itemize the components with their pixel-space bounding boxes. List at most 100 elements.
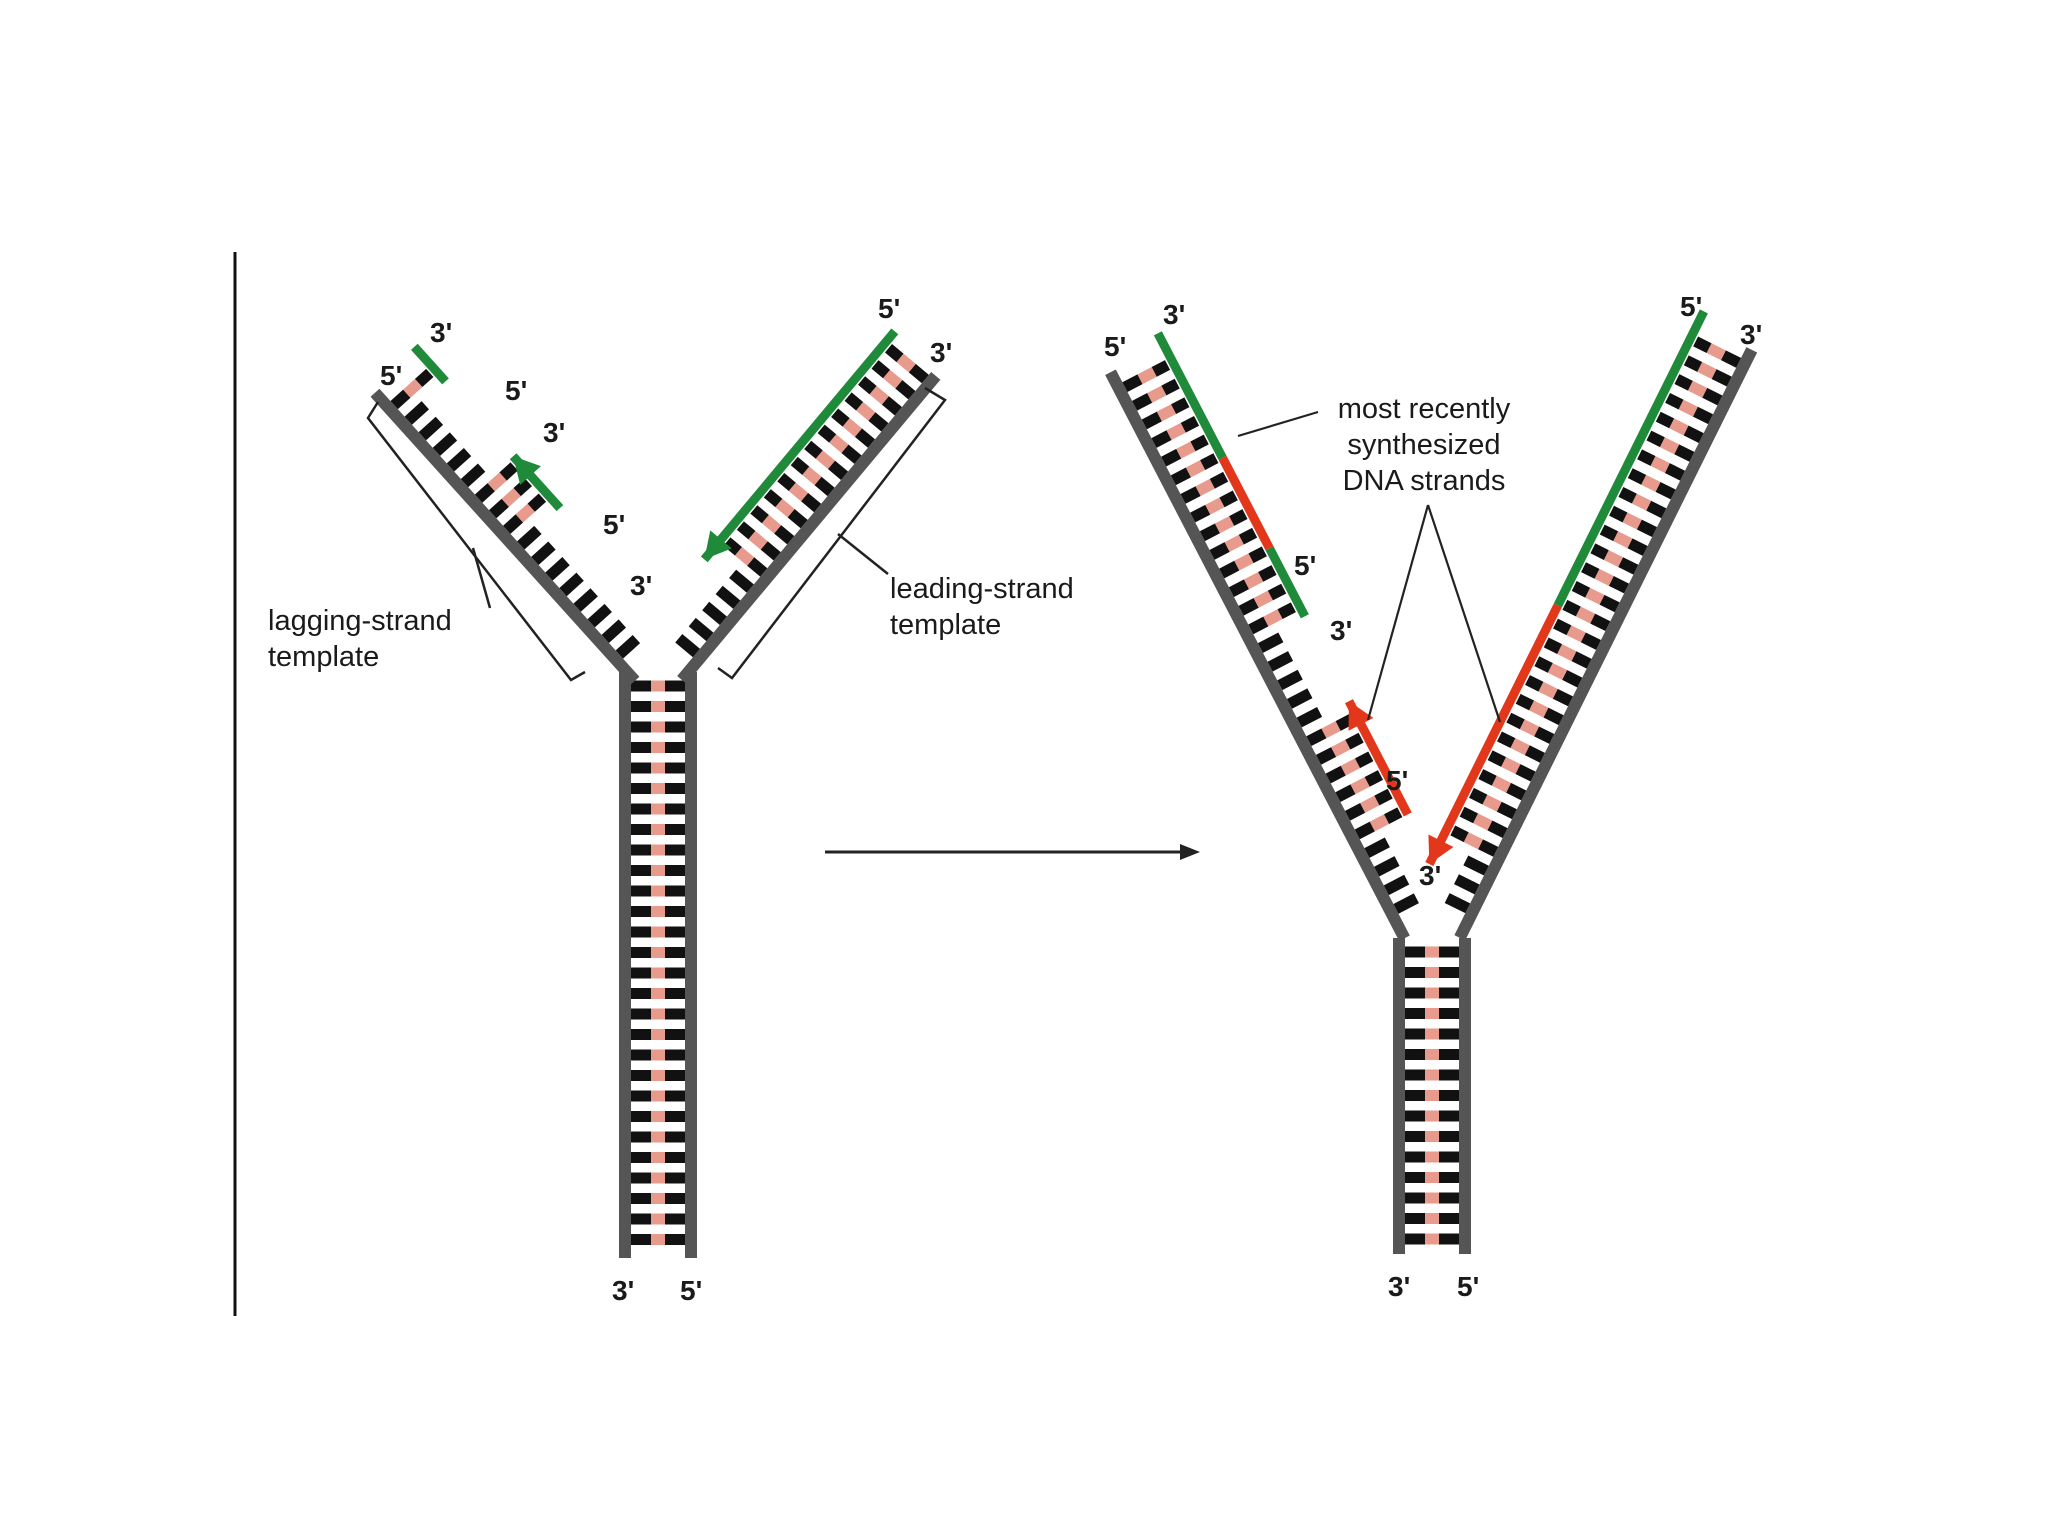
right-leading-arm-base-pair xyxy=(1687,380,1708,398)
left-leading-arm-base-pair xyxy=(883,369,903,389)
right-lagging-arm-partner-base xyxy=(1180,415,1200,433)
right-leading-arm-partner-base xyxy=(1459,806,1478,824)
right-leading-arm-base xyxy=(1524,745,1545,763)
right-leading-arm-base xyxy=(1711,369,1732,387)
left-lagging-arm-backbone xyxy=(370,388,640,685)
right-leading-arm-base-pair xyxy=(1473,813,1493,831)
right-leading-arm-partner-base xyxy=(1655,411,1675,429)
right-leading-arm-partner-base xyxy=(1683,355,1703,372)
right-lagging-arm-partner-base xyxy=(1200,453,1219,470)
right-lagging-arm-base-pair xyxy=(1243,571,1264,590)
right-leading-arm-base xyxy=(1674,444,1695,462)
left-lagging-arm-base xyxy=(474,483,495,503)
right-lagging-arm-partner-base xyxy=(1354,751,1374,769)
right-lagging-arm-base-pair xyxy=(1156,404,1177,422)
leading-bracket-leader xyxy=(837,533,889,575)
right-leading-arm-base-pair xyxy=(1622,512,1642,530)
right-leading-arm-base xyxy=(1515,764,1536,782)
left-leading-arm-base xyxy=(908,363,929,384)
right-lagging-arm-unpaired-base xyxy=(1286,688,1313,709)
right-lagging-arm-base-pair xyxy=(1369,814,1390,832)
right-leading-arm-base-pair xyxy=(1697,362,1717,379)
recent-strand-leaders xyxy=(1237,410,1502,723)
right-stem-bottom-3-label: 3' xyxy=(1388,1271,1410,1302)
left-lagging-arm-base xyxy=(489,498,509,519)
left-lagging-arm-base-pair xyxy=(501,488,521,507)
right-lagging-arm-base xyxy=(1219,560,1240,579)
right-lagging-arm-partner-base xyxy=(1248,546,1267,564)
left-lagging-arm-unpaired-base xyxy=(432,432,458,456)
left-lead-growing-3-label: 3' xyxy=(630,570,652,601)
lagging-bracket-leader xyxy=(471,547,492,609)
right-leading-arm-base-pair xyxy=(1585,587,1605,605)
recent-label-line3: DNA strands xyxy=(1343,465,1506,497)
right-lagging-arm-unpaired-base xyxy=(1277,669,1303,691)
left-leading-arm-base-pair xyxy=(775,498,795,518)
right-lead-growing-3-label: 3' xyxy=(1419,860,1441,891)
right-leading-arm-base-pair xyxy=(1529,700,1549,718)
right-leading-arm-partner-base xyxy=(1646,430,1665,448)
right-lagging-arm-unpaired-base xyxy=(1393,893,1419,914)
right-leading-arm-base-pair xyxy=(1482,794,1502,812)
right-leading-arm-partner-base xyxy=(1665,392,1684,410)
left-leading-arm-base-pair xyxy=(788,482,809,502)
right-replication-fork xyxy=(1105,309,1758,1254)
right-lagging-arm-base-pair xyxy=(1321,721,1341,739)
right-leading-arm-partner-base xyxy=(1599,524,1619,542)
left-leading-arm-partner-base xyxy=(804,440,823,459)
right-leading-arm-partner-base xyxy=(1553,618,1572,636)
right-leading-arm-base-pair xyxy=(1678,399,1698,417)
right-lagging-arm-partner-base xyxy=(1345,732,1364,750)
right-leading-arm-base xyxy=(1618,557,1639,575)
left-leading-arm-base-pair xyxy=(734,547,755,566)
left-leading-arm-base xyxy=(774,525,795,545)
right-leading-arm-base xyxy=(1636,519,1657,538)
right-leading-arm-base-pair xyxy=(1538,681,1558,699)
right-okazaki1-5-label: 5' xyxy=(1294,550,1316,581)
left-leading-arm-base xyxy=(787,508,808,529)
left-leading-arm-partner-base xyxy=(790,456,810,475)
left-leading-arm-base-pair xyxy=(748,530,768,550)
left-lagging-arm-base-pair xyxy=(487,472,507,492)
right-lag-tip-5-label: 5' xyxy=(1104,331,1126,362)
right-lagging-arm-unpaired-base xyxy=(1257,632,1284,653)
left-leading-arm-unpaired-base xyxy=(729,569,754,593)
left-leading-arm-base-pair xyxy=(761,514,782,534)
right-leading-arm-base xyxy=(1590,613,1611,632)
left-leading-arm-partner-base xyxy=(777,472,796,492)
left-leading-arm-partner-base xyxy=(884,344,904,363)
right-leading-arm-base-pair xyxy=(1659,437,1680,455)
right-leading-arm-base xyxy=(1702,387,1723,406)
right-lagging-arm-base xyxy=(1228,579,1250,597)
right-leading-arm-base-pair xyxy=(1641,474,1661,492)
right-leading-arm-base-pair xyxy=(1510,738,1530,756)
right-lagging-arm-partner-base xyxy=(1171,397,1190,415)
left-leading-arm-base-pair xyxy=(829,434,849,453)
right-lead-tip-5-label: 5' xyxy=(1680,291,1702,322)
right-lagging-arm-base-pair xyxy=(1137,367,1157,385)
right-leading-arm-base-pair xyxy=(1650,456,1670,474)
right-leading-arm-partner-base xyxy=(1497,731,1516,749)
left-leading-arm-base-pair xyxy=(802,466,822,486)
right-lagging-arm-base-pair xyxy=(1340,758,1361,776)
right-leading-arm-base xyxy=(1664,463,1686,481)
process-arrow-head xyxy=(1180,844,1200,860)
right-lagging-arm-base xyxy=(1151,430,1172,448)
right-leading-arm-base xyxy=(1487,820,1508,838)
left-leading-arm-base xyxy=(881,396,902,416)
left-lagging-arm-unpaired-base xyxy=(446,447,472,472)
right-lagging-arm-base xyxy=(1209,542,1230,560)
left-leading-arm-base-pair xyxy=(815,450,836,470)
left-lagging-arm-new-strand-0 xyxy=(410,343,449,385)
right-lagging-arm-base xyxy=(1306,728,1327,747)
right-lagging-arm-partner-base xyxy=(1190,434,1209,452)
right-lagging-arm-base xyxy=(1122,374,1143,392)
right-lagging-arm-base-pair xyxy=(1263,609,1283,627)
right-leading-arm-partner-base xyxy=(1590,543,1609,560)
right-leading-arm-partner-base xyxy=(1468,787,1488,805)
right-leading-arm-partner-base xyxy=(1487,750,1507,767)
right-lagging-arm-base-pair xyxy=(1253,590,1273,608)
left-leading-arm-base xyxy=(841,444,862,464)
left-lagging-arm-partner-base xyxy=(499,462,518,481)
